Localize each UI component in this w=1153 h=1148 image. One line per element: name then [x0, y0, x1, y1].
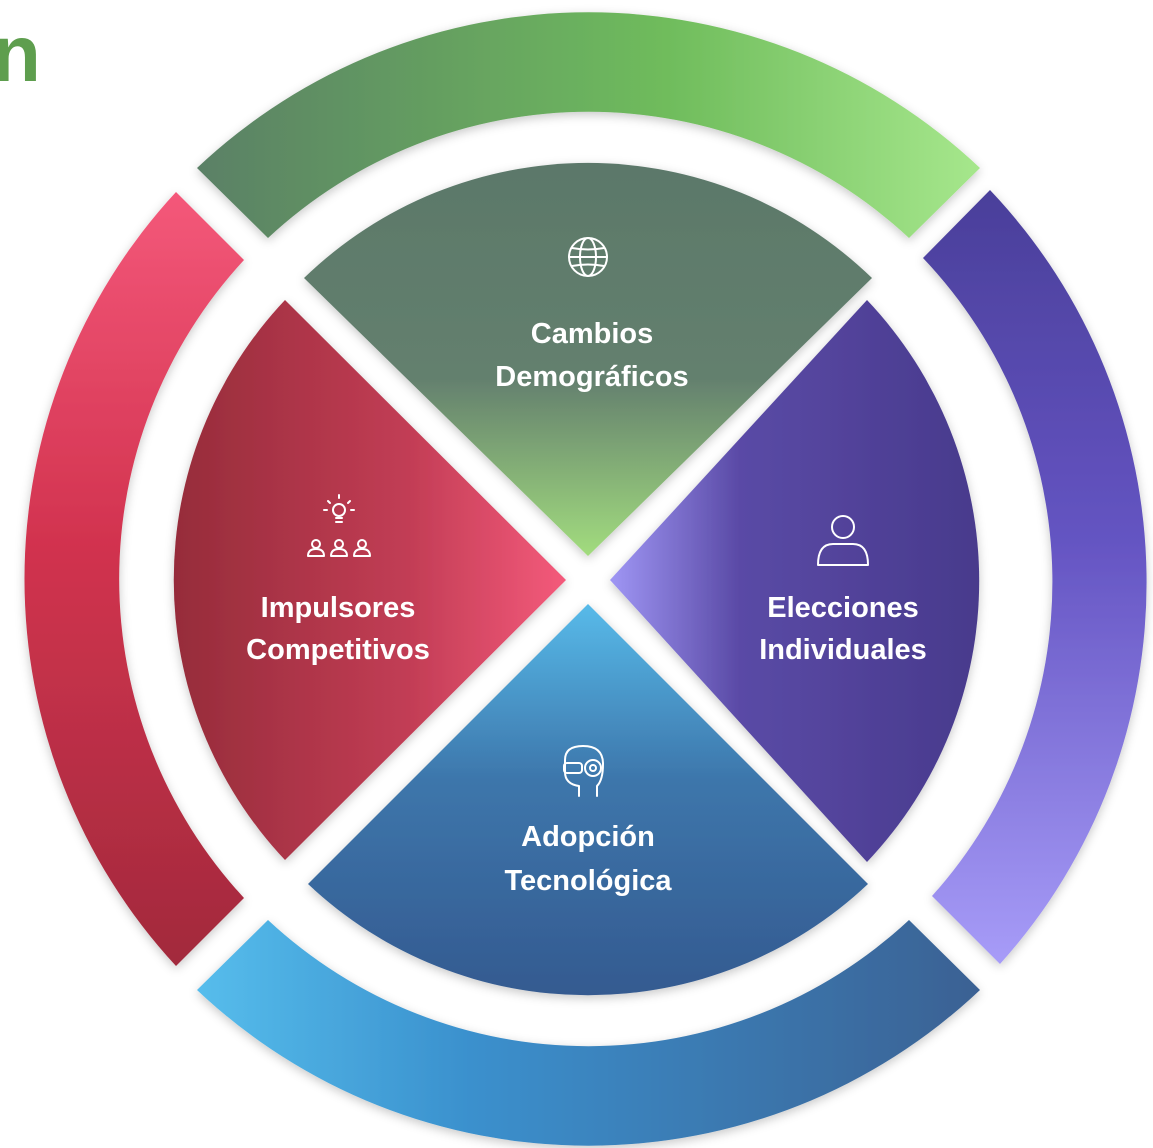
quadrant-left [173, 300, 566, 860]
lightbulb-team-icon [307, 494, 371, 557]
quadrant-right [610, 300, 980, 862]
ring-segment-left [24, 192, 244, 966]
quadrant-right-label-line1: Elecciones [767, 592, 919, 624]
quadrant-top-label-line2: Demográficos [495, 361, 688, 393]
ring-segment-top [197, 12, 980, 238]
quadrant-bottom-label-line1: Adopción [521, 821, 655, 853]
person-icon [817, 515, 869, 566]
quadrant-top [304, 162, 872, 556]
quadrant-left-label-line2: Competitivos [246, 634, 430, 666]
ring-segment-bottom [197, 920, 980, 1146]
globe-icon [568, 237, 608, 277]
quadrant-bottom-label-line2: Tecnológica [504, 865, 672, 897]
quadrant-bottom [308, 604, 868, 996]
ring-segment-right [923, 190, 1147, 964]
vr-headset-icon [563, 745, 604, 797]
partial-title-fragment: n [0, 9, 41, 98]
quadrant-left-label-line1: Impulsores [261, 592, 416, 624]
quadrant-right-label-line2: Individuales [759, 634, 927, 666]
quadrant-top-label-line1: Cambios [531, 318, 653, 350]
